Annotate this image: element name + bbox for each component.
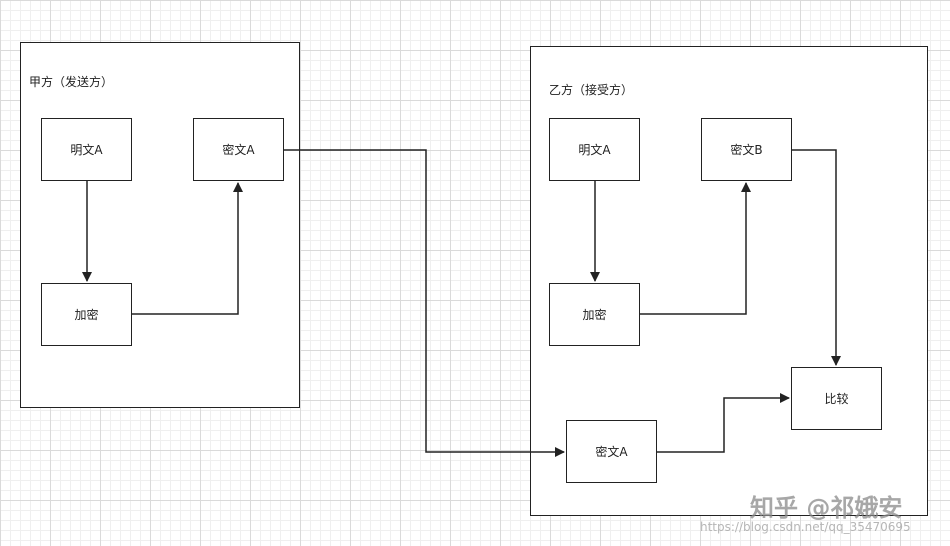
watermark-url: https://blog.csdn.net/qq_35470695 bbox=[700, 520, 911, 534]
sender-container: 甲方（发送方） bbox=[20, 42, 300, 408]
receiver-plaintext-label: 明文A bbox=[578, 143, 611, 157]
sender-plaintext-label: 明文A bbox=[70, 143, 103, 157]
receiver-compare-node[interactable]: 比较 bbox=[791, 367, 882, 430]
receiver-received-ciphertext-node[interactable]: 密文A bbox=[566, 420, 657, 483]
sender-title: 甲方（发送方） bbox=[29, 75, 114, 89]
receiver-ciphertext-b-label: 密文B bbox=[730, 143, 763, 157]
receiver-compare-label: 比较 bbox=[824, 392, 849, 406]
edge-sender-ciphertext-to-receiver bbox=[284, 149, 565, 457]
sender-encrypt-label: 加密 bbox=[74, 308, 99, 322]
receiver-plaintext-node[interactable]: 明文A bbox=[549, 118, 640, 181]
sender-plaintext-node[interactable]: 明文A bbox=[41, 118, 132, 181]
watermark-text: 知乎 @祁娥安 bbox=[750, 494, 903, 522]
receiver-encrypt-node[interactable]: 加密 bbox=[549, 283, 640, 346]
sender-encrypt-node[interactable]: 加密 bbox=[41, 283, 132, 346]
sender-ciphertext-node[interactable]: 密文A bbox=[193, 118, 284, 181]
receiver-received-ciphertext-label: 密文A bbox=[595, 445, 628, 459]
receiver-ciphertext-b-node[interactable]: 密文B bbox=[701, 118, 792, 181]
receiver-title: 乙方（接受方） bbox=[549, 83, 634, 97]
sender-ciphertext-label: 密文A bbox=[222, 143, 255, 157]
receiver-encrypt-label: 加密 bbox=[582, 308, 607, 322]
